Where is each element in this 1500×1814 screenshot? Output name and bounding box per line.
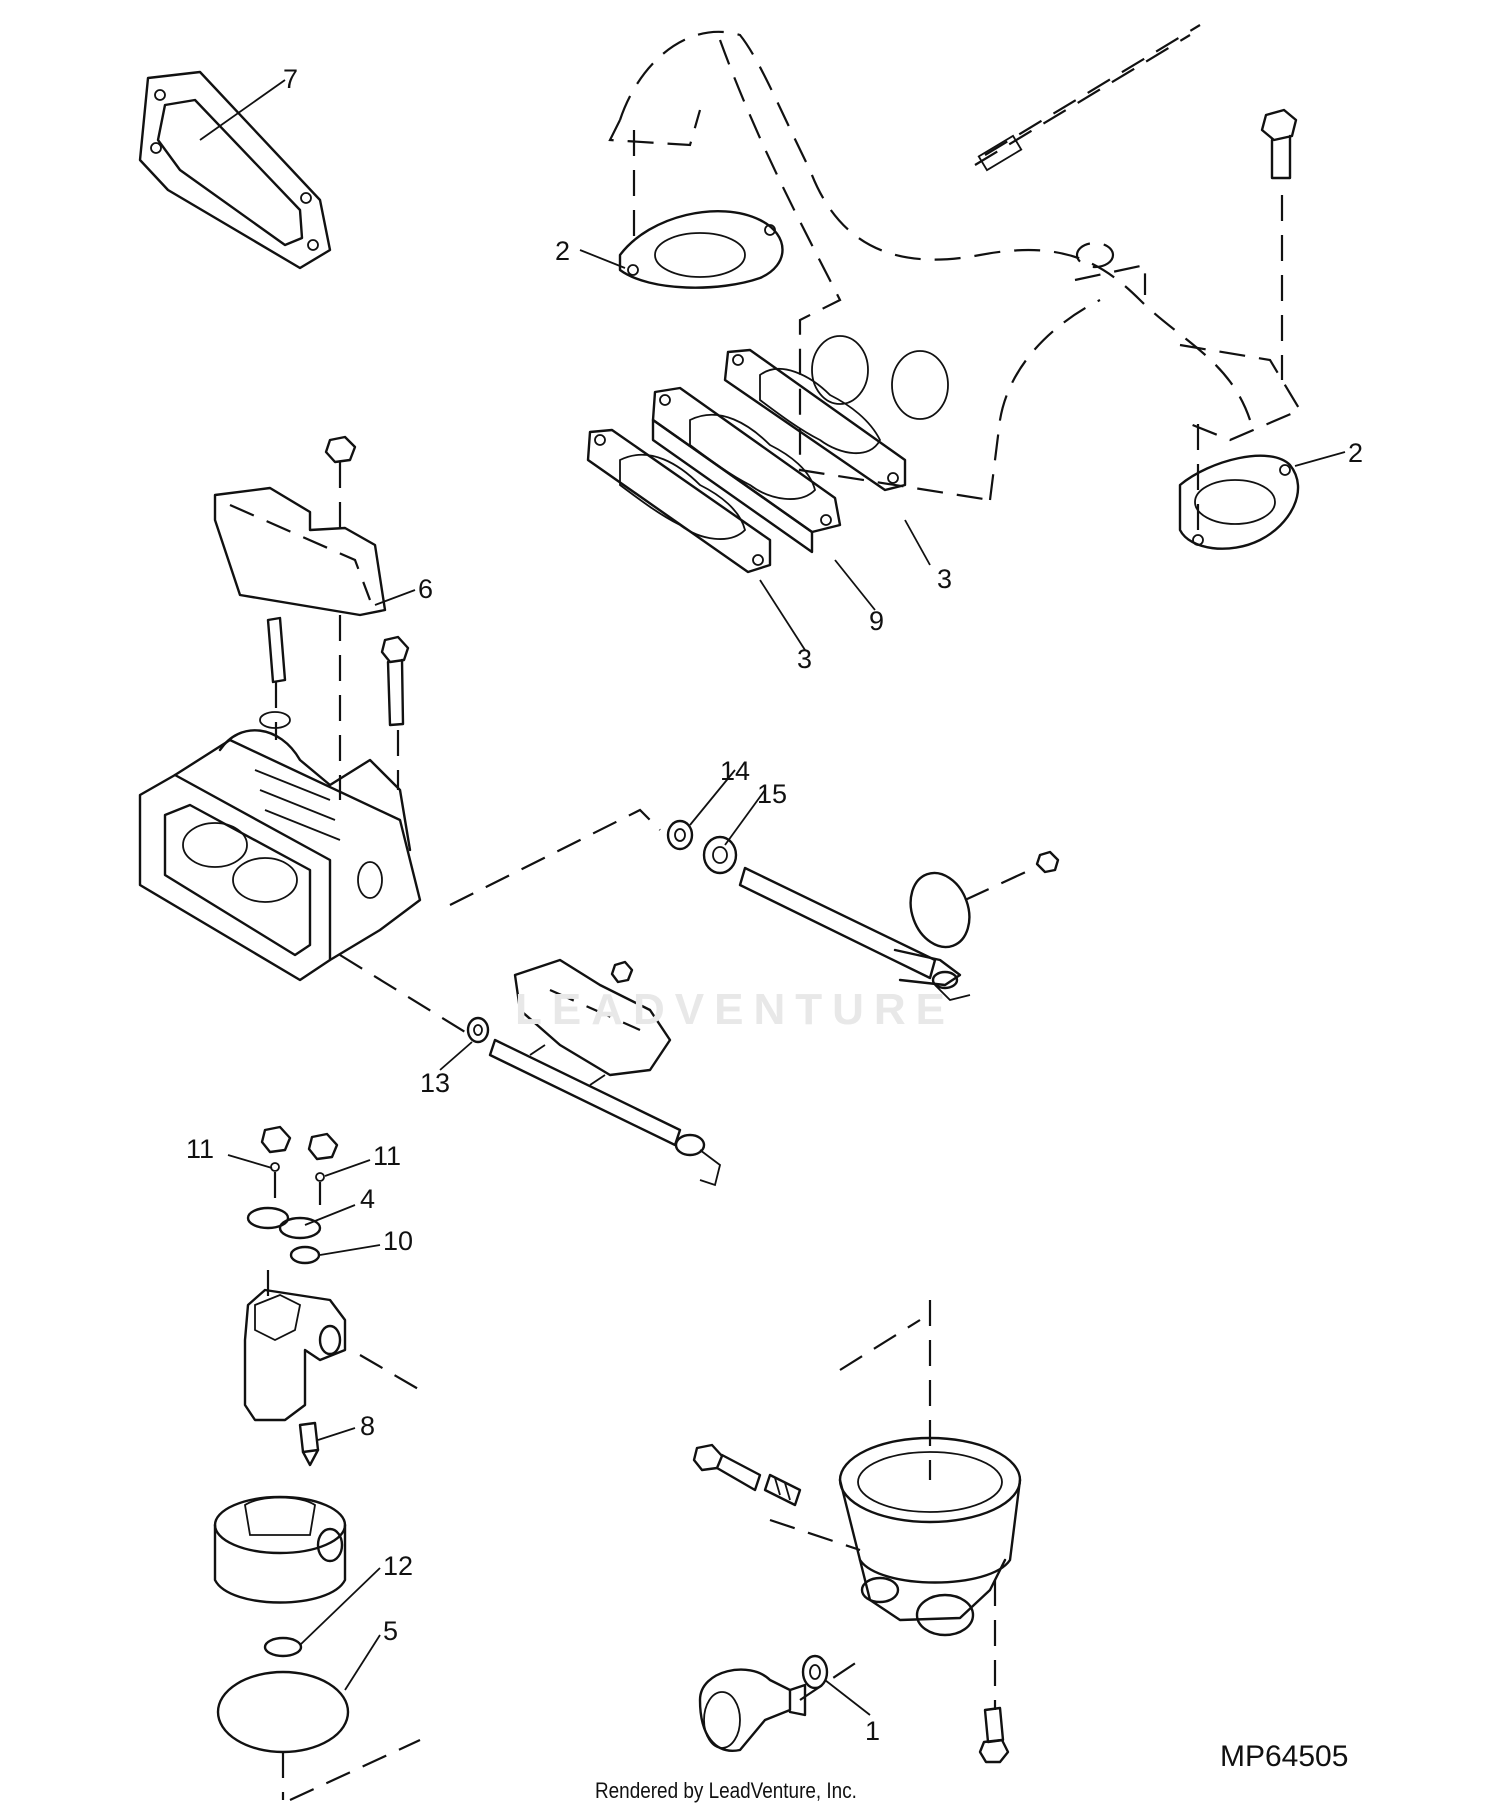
callout-3-front: 3: [797, 644, 812, 674]
manifold-stud: [974, 24, 1201, 172]
fuel-solenoid: [698, 1659, 861, 1752]
callout-5: 5: [383, 1616, 398, 1646]
gasket-part-3-rear: [723, 348, 907, 492]
bowl-gasket-part-5: [216, 1670, 421, 1801]
callout-15: 15: [757, 779, 787, 809]
figure-id: MP64505: [1220, 1740, 1349, 1773]
needle-part-8: [298, 1421, 320, 1467]
throttle-plate: [909, 850, 1060, 949]
callout-1: 1: [865, 1716, 880, 1746]
watermark: LEADVENTURE: [515, 985, 956, 1034]
washer-part-1: [801, 1654, 829, 1690]
callout-14: 14: [720, 756, 750, 786]
callout-2-left: 2: [555, 236, 570, 266]
o-ring-part-12: [263, 1636, 303, 1658]
callout-7: 7: [283, 64, 298, 94]
gasket-part-2-left: [618, 130, 784, 289]
spacer-part-9: [651, 386, 842, 554]
bracket-part-6: [213, 435, 387, 800]
bushing-part-15: [702, 835, 738, 875]
throttle-shaft: [738, 866, 971, 1001]
carburetor-body: [138, 711, 422, 982]
adjust-screw-left: [266, 616, 287, 740]
bowl-housing: [769, 1300, 1022, 1710]
callout-2-right: 2: [1348, 438, 1363, 468]
callout-10: 10: [383, 1226, 413, 1256]
callout-11-left: 11: [186, 1134, 214, 1164]
seal-part-13: [466, 1016, 490, 1044]
screw-part-11-right: [307, 1132, 339, 1205]
callout-labels: 7 2 2 6 3 9 3 14 15 13 11 11 4 10 8 12 5…: [186, 64, 1363, 1746]
gasket-part-4: [246, 1206, 322, 1240]
callout-4: 4: [360, 1184, 375, 1214]
callout-9: 9: [869, 606, 884, 636]
intake-manifold: [608, 30, 1302, 502]
o-ring-part-10: [289, 1245, 321, 1265]
adjust-screw-right: [380, 635, 410, 790]
callout-3-rear: 3: [937, 564, 952, 594]
gasket-part-3-front: [586, 428, 772, 574]
throttle-link-lines: [339, 808, 661, 1036]
idle-screw-assembly: [692, 1443, 802, 1507]
gasket-part-2-right: [1178, 420, 1300, 550]
fuel-bowl: [213, 1495, 347, 1604]
gasket-part-7: [138, 70, 332, 270]
callout-11-right: 11: [373, 1141, 401, 1171]
callout-8: 8: [360, 1411, 375, 1441]
seal-part-14: [666, 819, 694, 851]
manifold-bolt: [1260, 108, 1298, 380]
callout-12: 12: [383, 1551, 413, 1581]
callout-13: 13: [420, 1068, 450, 1098]
drain-screw: [978, 1706, 1010, 1764]
callout-leaders: [199, 79, 1346, 1716]
render-credit: Rendered by LeadVenture, Inc.: [595, 1778, 857, 1803]
choke-shaft: [488, 958, 722, 1187]
callout-6: 6: [418, 574, 433, 604]
float-assembly: [243, 1270, 421, 1422]
